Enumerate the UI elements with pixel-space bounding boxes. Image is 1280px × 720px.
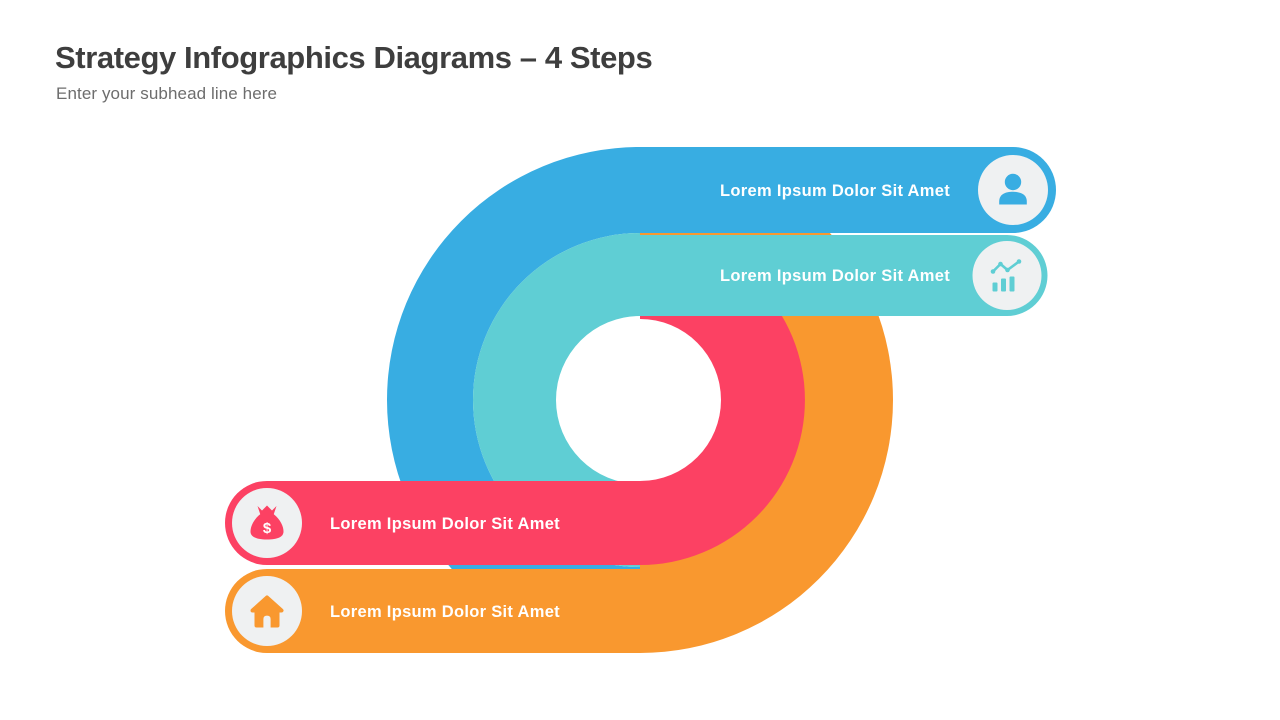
step-4-bar bbox=[225, 569, 640, 653]
step-3-label: Lorem Ipsum Dolor Sit Amet bbox=[330, 515, 560, 533]
step-1-bar bbox=[640, 147, 1056, 233]
step-2-bar bbox=[640, 235, 1048, 316]
dollar-sign: $ bbox=[263, 520, 272, 537]
page-title: Strategy Infographics Diagrams – 4 Steps bbox=[55, 40, 653, 75]
page-subtitle: Enter your subhead line here bbox=[56, 83, 278, 103]
money-bag-icon: $ bbox=[250, 505, 284, 540]
slide-header: Strategy Infographics Diagrams – 4 Steps… bbox=[55, 40, 653, 104]
step-4-label: Lorem Ipsum Dolor Sit Amet bbox=[330, 603, 560, 621]
user-icon bbox=[999, 173, 1027, 205]
bar-chart-icon bbox=[990, 259, 1022, 292]
step-3-bar bbox=[225, 481, 640, 565]
step-1-label: Lorem Ipsum Dolor Sit Amet bbox=[720, 182, 950, 200]
step-2-label: Lorem Ipsum Dolor Sit Amet bbox=[720, 267, 950, 285]
step-3-ring bbox=[640, 233, 807, 567]
step-2-icon-circle bbox=[972, 241, 1042, 310]
home-icon bbox=[250, 595, 284, 628]
